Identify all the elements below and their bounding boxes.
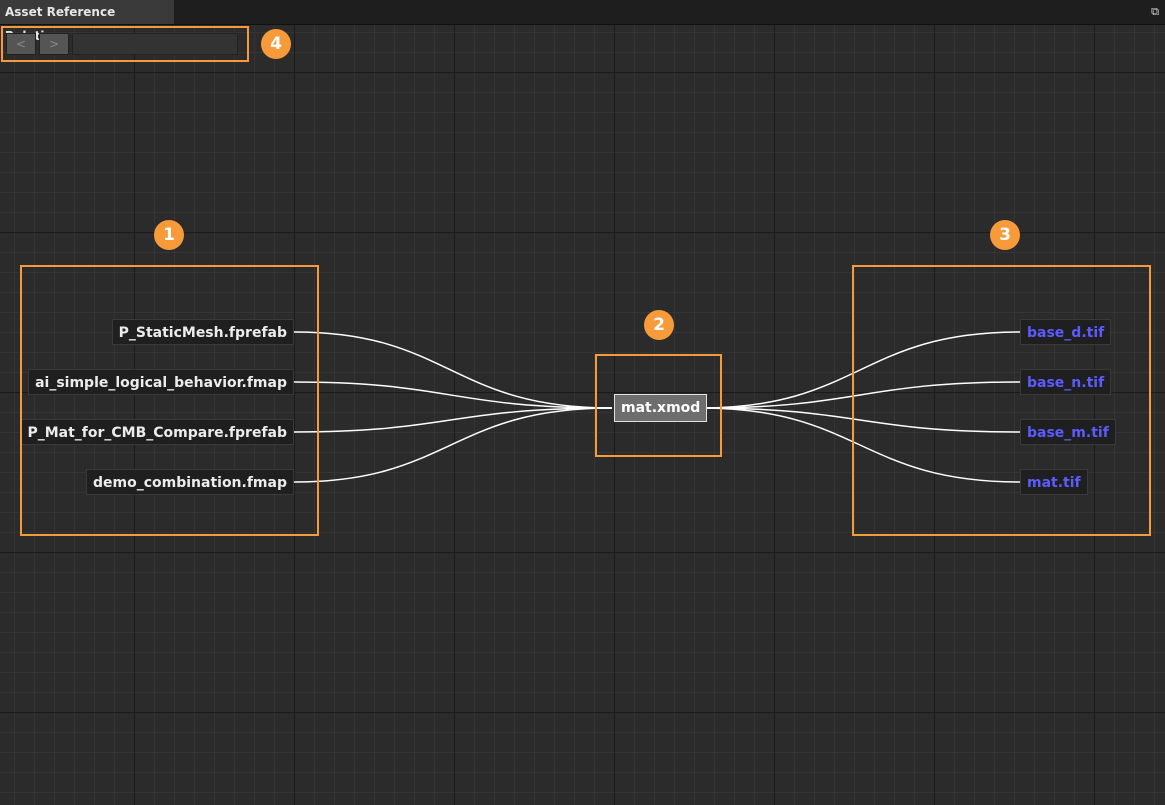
badge-4: 4 xyxy=(261,29,291,59)
link-dependency-1 xyxy=(699,331,1021,409)
window-tab[interactable]: Asset Reference Relation xyxy=(0,0,174,43)
referencer-node[interactable]: P_StaticMesh.fprefab xyxy=(111,319,294,345)
forward-button[interactable]: > xyxy=(39,33,69,55)
referencer-node[interactable]: demo_combination.fmap xyxy=(85,469,294,495)
link-dependency-4 xyxy=(699,407,1021,483)
link-dependency-3 xyxy=(699,407,1021,433)
graph-canvas[interactable] xyxy=(0,24,1165,805)
path-field[interactable] xyxy=(72,33,238,55)
highlight-dependencies xyxy=(852,265,1151,536)
pin-icon[interactable]: ⧉ xyxy=(1151,5,1159,18)
badge-3: 3 xyxy=(990,220,1020,250)
link-referencer-4 xyxy=(293,407,613,483)
highlight-toolbar xyxy=(1,26,249,62)
back-button[interactable]: < xyxy=(6,33,36,55)
dependency-node[interactable]: base_n.tif xyxy=(1020,369,1112,395)
highlight-referencers xyxy=(20,265,319,536)
badge-1: 1 xyxy=(154,220,184,250)
link-referencer-2 xyxy=(293,381,613,409)
referencer-node[interactable]: P_Mat_for_CMB_Compare.fprefab xyxy=(20,419,294,445)
link-referencer-1 xyxy=(293,331,613,409)
badge-2: 2 xyxy=(644,310,674,340)
link-referencer-3 xyxy=(293,407,613,433)
dependency-node[interactable]: base_d.tif xyxy=(1020,319,1112,345)
center-asset-node[interactable]: mat.xmod xyxy=(614,394,708,422)
highlight-center-asset xyxy=(595,354,722,457)
dependency-node[interactable]: mat.tif xyxy=(1020,469,1088,495)
referencer-node[interactable]: ai_simple_logical_behavior.fmap xyxy=(28,369,294,395)
dependency-node[interactable]: base_m.tif xyxy=(1020,419,1116,445)
title-bar: Asset Reference Relation ⧉ xyxy=(0,0,1165,43)
link-dependency-2 xyxy=(699,381,1021,409)
